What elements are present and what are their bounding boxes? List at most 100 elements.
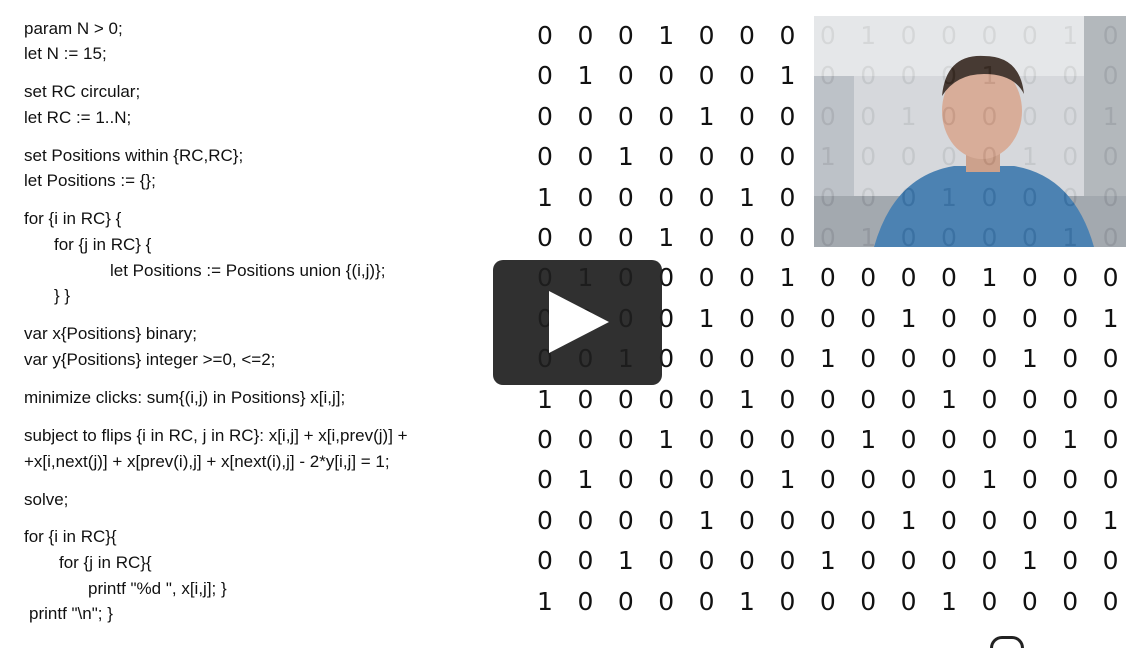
matrix-cell: 0 <box>779 344 796 374</box>
matrix-cell: 0 <box>981 384 998 414</box>
play-icon <box>549 291 609 353</box>
matrix-cell: 0 <box>779 425 796 454</box>
matrix-cell: 0 <box>739 101 755 131</box>
matrix-cell: 0 <box>860 344 877 374</box>
code-line: } } <box>54 286 71 305</box>
matrix-cell: 0 <box>819 303 836 333</box>
code-line: minimize clicks: sum{(i,j) in Positions}… <box>24 388 346 407</box>
matrix-cell: 1 <box>617 546 634 576</box>
matrix-cell: 1 <box>658 223 675 252</box>
matrix-cell: 0 <box>981 586 998 616</box>
matrix-cell: 0 <box>537 505 553 535</box>
matrix-cell: 0 <box>617 182 634 212</box>
matrix-cell: 0 <box>658 505 675 535</box>
matrix-cell: 0 <box>617 425 634 454</box>
matrix-cell: 1 <box>900 505 917 535</box>
matrix-cell: 0 <box>739 21 755 50</box>
matrix-cell: 0 <box>698 586 715 616</box>
matrix-cell: 0 <box>617 586 634 616</box>
matrix-cell: 0 <box>1021 505 1038 535</box>
matrix-cell: 0 <box>658 263 675 293</box>
matrix-cell: 0 <box>658 101 675 131</box>
matrix-cell: 1 <box>1102 303 1119 333</box>
play-button[interactable] <box>493 260 662 385</box>
matrix-cell: 0 <box>900 546 917 576</box>
matrix-cell: 0 <box>779 142 796 172</box>
matrix-cell: 0 <box>1062 263 1079 293</box>
matrix-cell: 1 <box>819 546 836 576</box>
code-line: for {i in RC} { <box>24 209 122 228</box>
matrix-cell: 0 <box>900 425 917 454</box>
presenter-video-frame <box>814 16 1126 247</box>
matrix-cell: 0 <box>658 546 675 576</box>
code-line: solve; <box>24 490 69 509</box>
matrix-cell: 0 <box>698 21 715 50</box>
matrix-cell: 0 <box>860 586 877 616</box>
code-line: for {j in RC}{ <box>59 553 152 572</box>
matrix-cell: 1 <box>698 101 715 131</box>
matrix-cell: 0 <box>698 384 715 414</box>
matrix-cell: 0 <box>617 21 634 50</box>
code-line: printf "\n"; } <box>29 604 113 623</box>
matrix-cell: 0 <box>537 425 553 454</box>
matrix-cell: 0 <box>698 182 715 212</box>
matrix-cell: 0 <box>739 465 755 495</box>
matrix-cell: 0 <box>1102 546 1119 576</box>
matrix-cell: 0 <box>658 303 675 333</box>
matrix-cell: 0 <box>1021 384 1038 414</box>
matrix-cell: 0 <box>698 546 715 576</box>
code-line: let N := 15; <box>24 44 107 63</box>
matrix-cell: 1 <box>1021 546 1038 576</box>
matrix-cell: 0 <box>941 465 957 495</box>
matrix-cell: 0 <box>779 546 796 576</box>
matrix-cell: 0 <box>779 182 796 212</box>
matrix-cell: 0 <box>1021 303 1038 333</box>
matrix-cell: 0 <box>537 223 553 252</box>
matrix-cell: 0 <box>779 223 796 252</box>
matrix-cell: 1 <box>900 303 917 333</box>
matrix-cell: 0 <box>941 303 957 333</box>
matrix-cell: 0 <box>1102 384 1119 414</box>
matrix-cell: 0 <box>860 303 877 333</box>
partial-control-icon[interactable] <box>990 636 1024 648</box>
matrix-cell: 0 <box>658 61 675 91</box>
matrix-cell: 0 <box>658 344 675 374</box>
matrix-cell: 0 <box>779 21 796 50</box>
matrix-cell: 0 <box>577 546 594 576</box>
matrix-cell: 0 <box>698 465 715 495</box>
matrix-cell: 0 <box>537 61 553 91</box>
matrix-cell: 0 <box>739 263 755 293</box>
matrix-cell: 1 <box>779 61 796 91</box>
matrix-cell: 0 <box>658 465 675 495</box>
matrix-cell: 0 <box>577 384 594 414</box>
matrix-cell: 0 <box>779 586 796 616</box>
matrix-cell: 0 <box>860 505 877 535</box>
matrix-cell: 0 <box>1021 263 1038 293</box>
matrix-cell: 0 <box>1062 384 1079 414</box>
matrix-cell: 0 <box>537 101 553 131</box>
matrix-cell: 1 <box>779 465 796 495</box>
matrix-cell: 1 <box>698 505 715 535</box>
matrix-cell: 0 <box>698 142 715 172</box>
matrix-cell: 0 <box>860 465 877 495</box>
code-line: let RC := 1..N; <box>24 108 132 127</box>
matrix-cell: 0 <box>658 586 675 616</box>
matrix-cell: 0 <box>698 61 715 91</box>
matrix-cell: 0 <box>900 465 917 495</box>
matrix-cell: 1 <box>1102 505 1119 535</box>
matrix-cell: 1 <box>981 465 998 495</box>
matrix-cell: 0 <box>860 546 877 576</box>
matrix-cell: 0 <box>1102 344 1119 374</box>
matrix-cell: 0 <box>658 142 675 172</box>
matrix-cell: 0 <box>1062 303 1079 333</box>
matrix-cell: 0 <box>981 303 998 333</box>
matrix-cell: 0 <box>577 142 594 172</box>
matrix-cell: 0 <box>698 263 715 293</box>
matrix-cell: 1 <box>1021 344 1038 374</box>
matrix-cell: 0 <box>617 384 634 414</box>
code-line: for {i in RC}{ <box>24 527 117 546</box>
matrix-cell: 1 <box>860 425 877 454</box>
matrix-cell: 1 <box>658 21 675 50</box>
matrix-cell: 0 <box>1021 586 1038 616</box>
matrix-cell: 0 <box>739 223 755 252</box>
